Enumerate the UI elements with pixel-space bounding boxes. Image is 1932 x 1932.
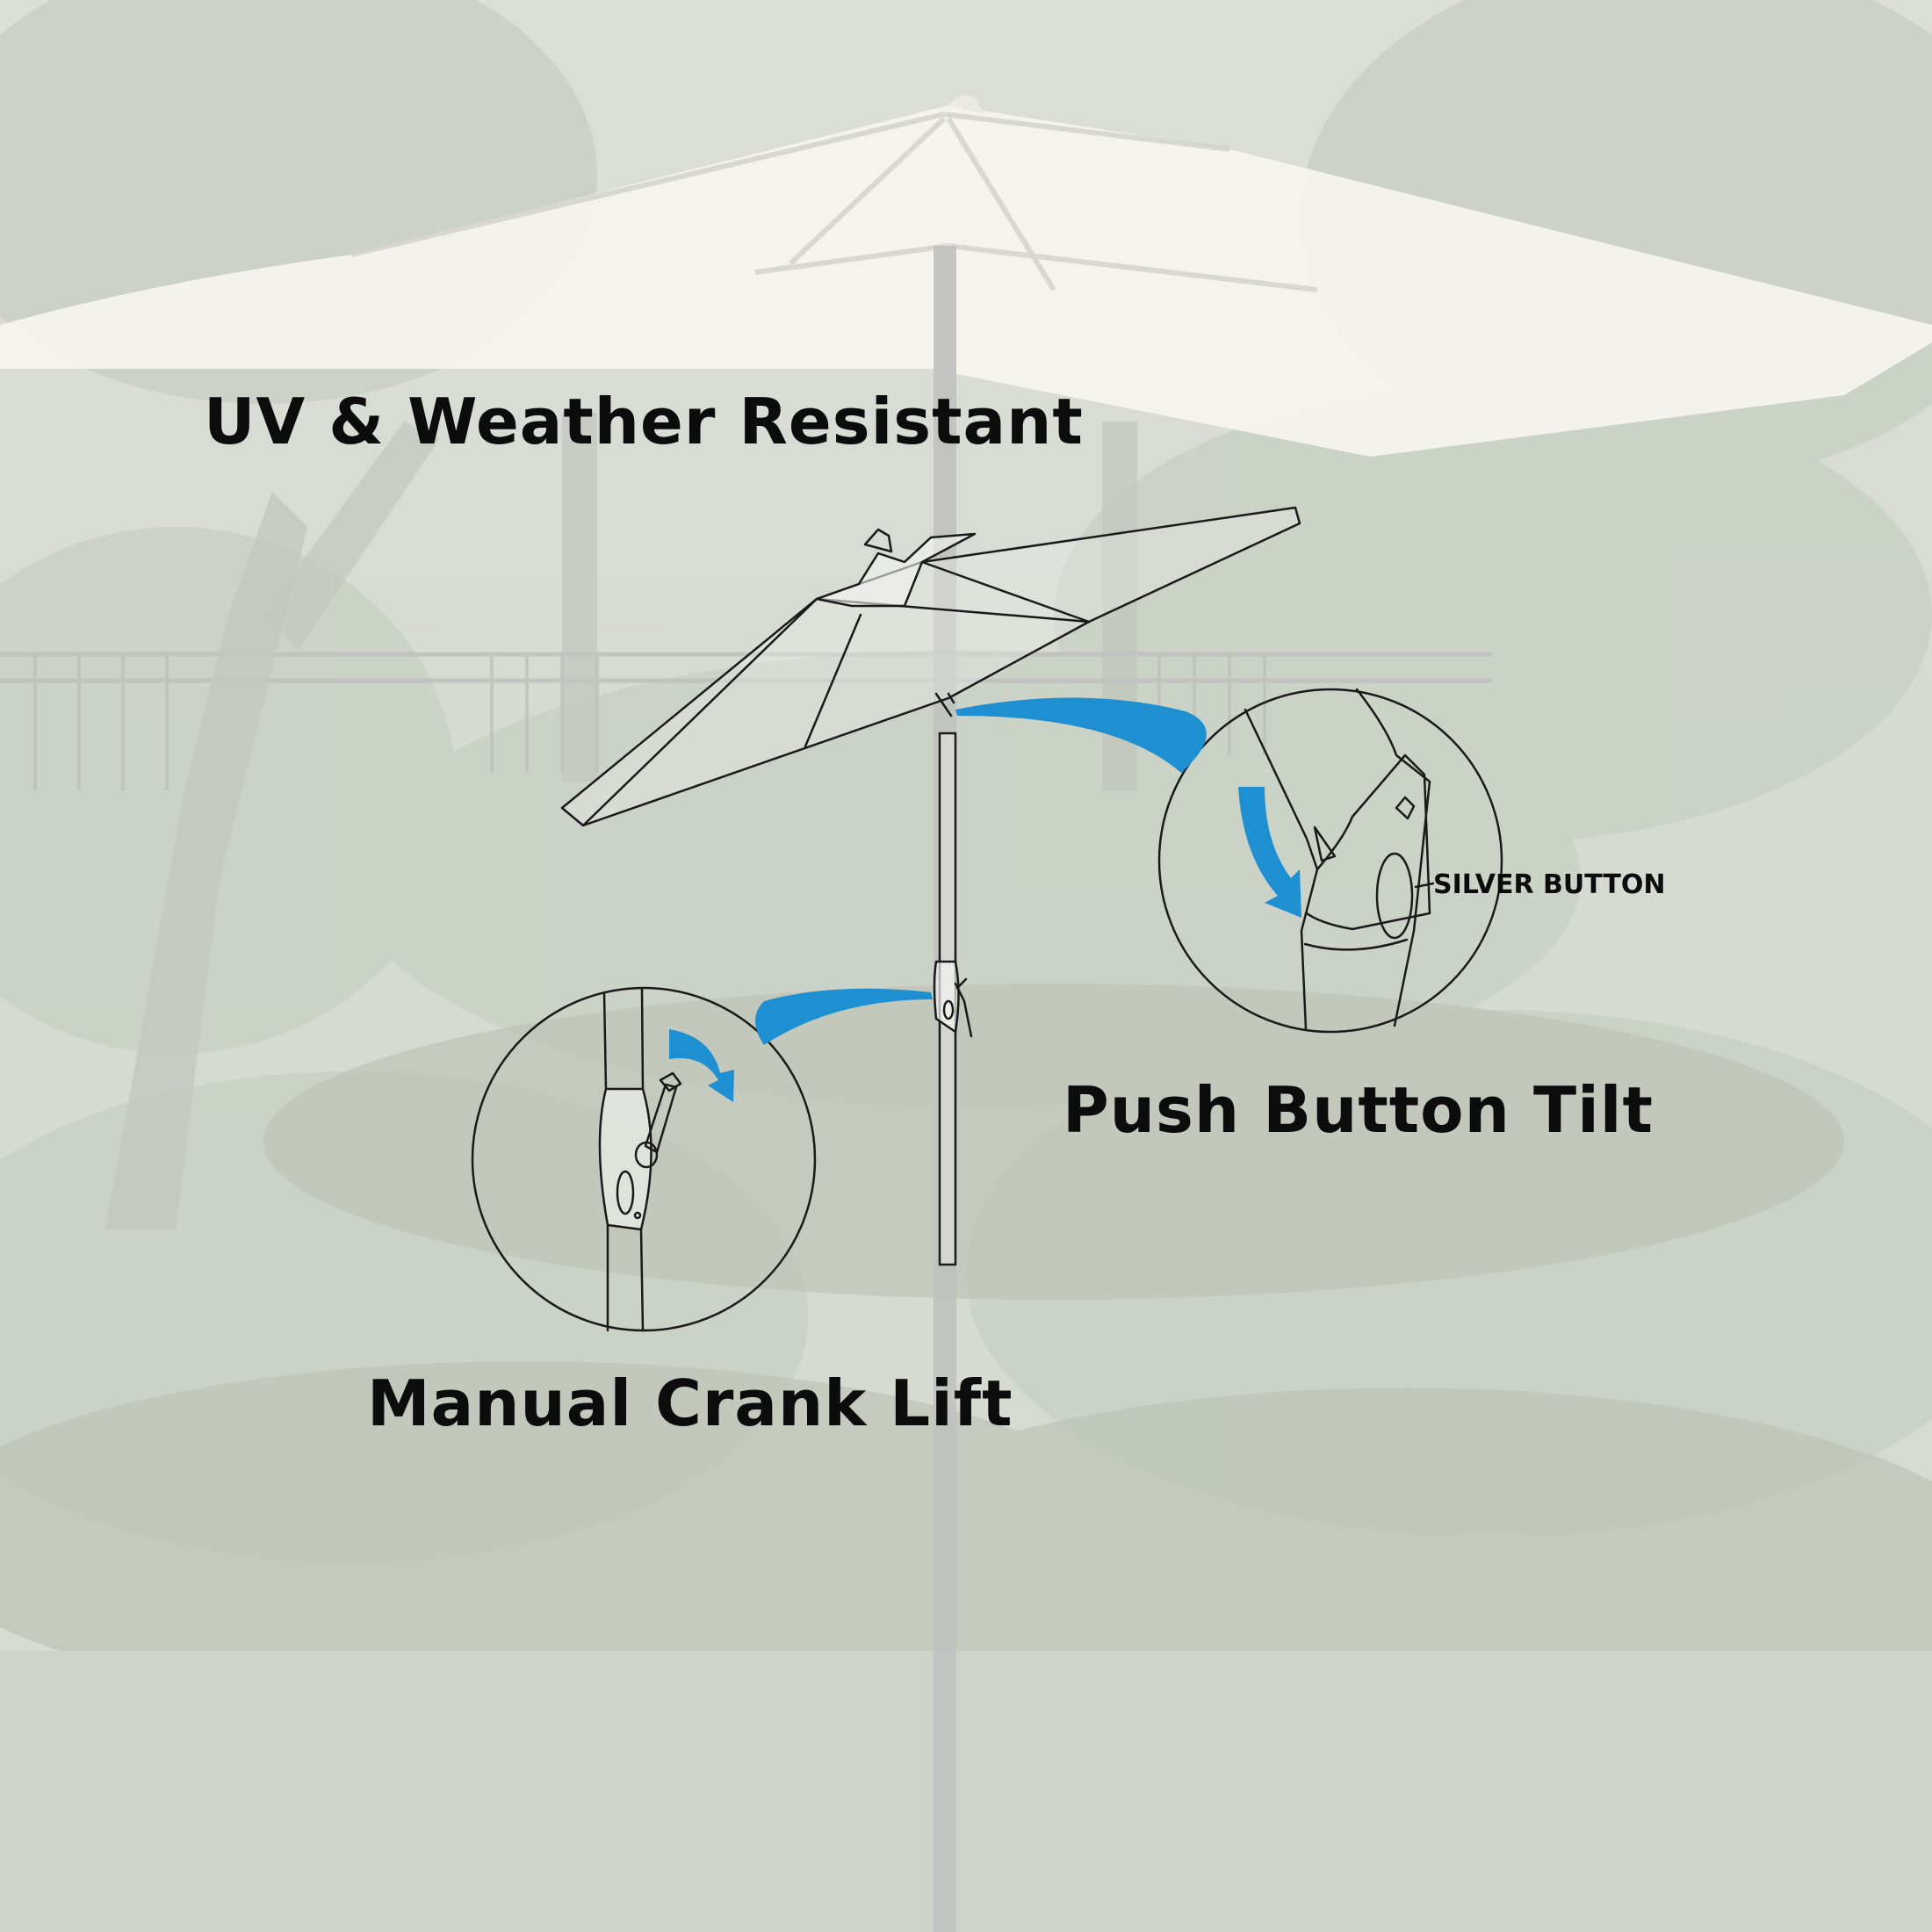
push-button-tilt-label: Push Button Tilt (1063, 1073, 1654, 1147)
arrow-pole-to-tilt (955, 697, 1207, 773)
silver-button-shape (1375, 852, 1414, 940)
diagram-finial (815, 532, 977, 608)
silver-button-label: SILVER BUTTON (1433, 869, 1666, 900)
arrow-pole-to-crank (755, 988, 933, 1045)
crank-housing-zoom (598, 1087, 652, 1231)
umbrella-ribs (350, 112, 1318, 292)
diagram-crank-housing (933, 960, 960, 1034)
arrow-tilt-down (1238, 787, 1301, 918)
umbrella-pole (934, 246, 956, 1932)
blue-arrows (669, 697, 1301, 1102)
manual-crank-lift-label: Manual Crank Lift (367, 1366, 1013, 1440)
arrow-crank-rotate (669, 1029, 734, 1102)
umbrella-canopy (0, 105, 1932, 457)
tilt-detail-circle (1157, 688, 1503, 1034)
uv-weather-resistant-label: UV & Weather Resistant (204, 385, 1084, 458)
tree-trunk (105, 492, 307, 1229)
